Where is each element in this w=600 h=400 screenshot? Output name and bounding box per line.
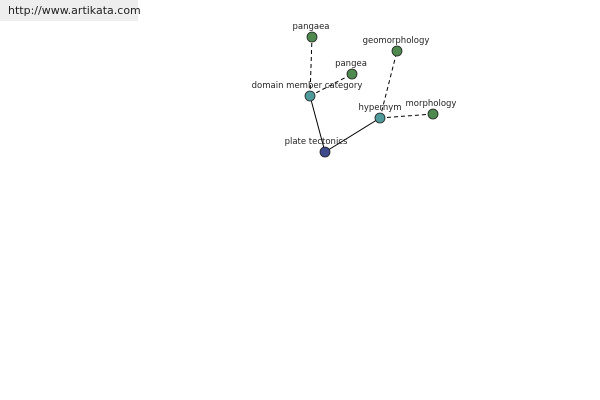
- graph-edges: [309, 36, 434, 153]
- graph-nodes: [304, 31, 439, 158]
- node-pangaea[interactable]: [306, 31, 318, 43]
- edge-plate-tectonics-to-domain-member-category: [309, 95, 326, 153]
- node-plate-tectonics[interactable]: [319, 146, 331, 158]
- node-label-geomorphology: geomorphology: [363, 36, 430, 46]
- node-geomorphology[interactable]: [391, 45, 403, 57]
- node-label-pangea: pangea: [335, 59, 367, 69]
- edge-hypernym-to-morphology: [379, 113, 434, 119]
- node-morphology[interactable]: [427, 108, 439, 120]
- url-banner: http://www.artikata.com: [0, 0, 141, 21]
- node-label-domain-member-category: domain member category: [252, 81, 363, 91]
- edge-plate-tectonics-to-hypernym: [324, 117, 381, 153]
- node-label-hypernym: hypernym: [358, 103, 401, 113]
- node-label-pangaea: pangaea: [292, 22, 329, 32]
- node-pangea[interactable]: [346, 68, 358, 80]
- node-label-plate-tectonics: plate tectonics: [285, 137, 348, 147]
- node-domain-member-category[interactable]: [304, 90, 316, 102]
- edge-domain-member-category-to-pangea: [309, 73, 353, 97]
- node-label-morphology: morphology: [406, 99, 457, 109]
- node-hypernym[interactable]: [374, 112, 386, 124]
- graph-labels: plate tectonics domain member category hyp…: [252, 22, 457, 147]
- edge-domain-member-category-to-pangaea: [309, 36, 313, 97]
- edge-hypernym-to-geomorphology: [379, 50, 398, 119]
- source-url-link[interactable]: http://www.artikata.com: [8, 4, 141, 17]
